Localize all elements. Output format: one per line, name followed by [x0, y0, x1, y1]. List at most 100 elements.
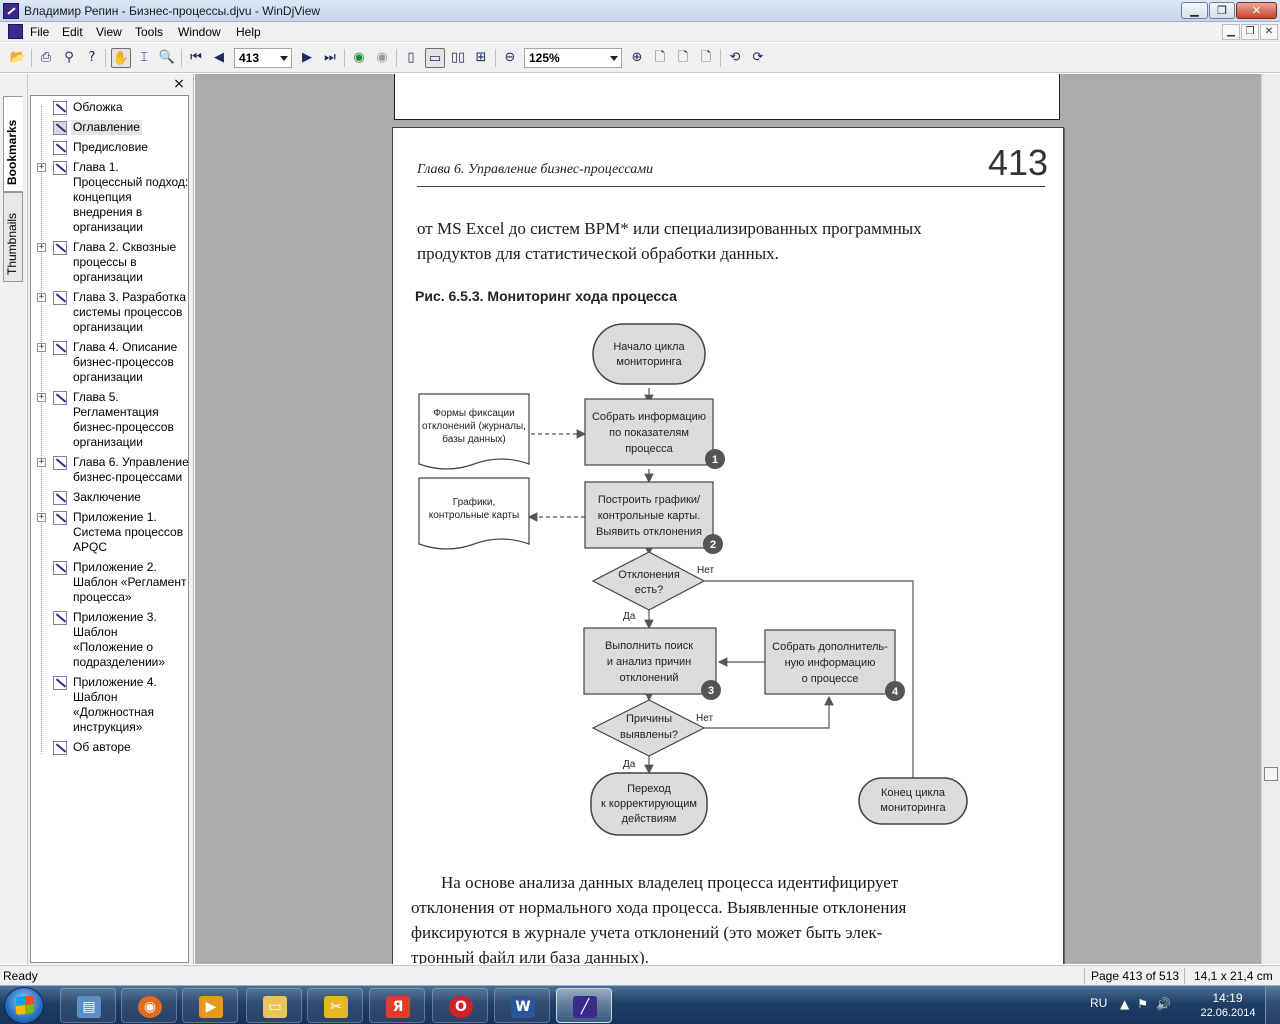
- bookmark-item[interactable]: Приложение 3. Шаблон «Положение о подраз…: [31, 610, 189, 675]
- taskbar-explorer[interactable]: ▤: [60, 988, 116, 1023]
- bookmark-item[interactable]: Заключение: [31, 490, 189, 510]
- fit-width-icon[interactable]: 🗋: [677, 50, 689, 65]
- rotate-left-icon[interactable]: ⟲: [729, 50, 741, 65]
- menu-edit[interactable]: Edit: [62, 25, 83, 39]
- doc-minimize-button[interactable]: ▁: [1222, 24, 1240, 40]
- para1-line1: от MS Excel до систем BPM* или специализ…: [417, 219, 922, 238]
- bookmark-item[interactable]: Об авторе: [31, 740, 189, 760]
- step2-label-3: Выявить отклонения: [596, 526, 702, 538]
- doc-close-button[interactable]: ✕: [1260, 24, 1278, 40]
- language-indicator[interactable]: RU: [1090, 996, 1108, 1010]
- doc-restore-button[interactable]: ❐: [1241, 24, 1259, 40]
- status-divider: [1084, 968, 1085, 984]
- tab-thumbnails[interactable]: Thumbnails: [3, 192, 23, 282]
- bookmark-item[interactable]: Предисловие: [31, 140, 189, 160]
- back-icon[interactable]: ◉: [353, 50, 365, 65]
- restore-button[interactable]: ❐: [1209, 2, 1235, 19]
- page-number-combo[interactable]: 413: [234, 48, 292, 68]
- continuous-page-icon[interactable]: ▭: [425, 48, 445, 68]
- step1-label-2: по показателям: [609, 427, 689, 439]
- actual-size-icon[interactable]: 🗋: [700, 50, 712, 65]
- bookmark-item[interactable]: +Глава 6. Управление бизнес-процессами: [31, 455, 189, 490]
- print-icon[interactable]: ⎙: [40, 50, 52, 65]
- zoom-combo[interactable]: 125%: [524, 48, 622, 68]
- open-icon[interactable]: 📂: [9, 50, 27, 65]
- step3-label-3: отклонений: [619, 672, 678, 684]
- expand-icon[interactable]: +: [37, 392, 46, 402]
- minimize-button[interactable]: ▁: [1181, 2, 1208, 19]
- taskbar-yandex[interactable]: Я: [369, 988, 425, 1023]
- forward-icon[interactable]: ◉: [376, 50, 388, 65]
- windjview-app-icon[interactable]: [3, 3, 19, 19]
- expand-icon[interactable]: +: [37, 242, 46, 252]
- document-view[interactable]: Глава 6. Управление бизнес-процессами 41…: [195, 74, 1261, 964]
- help-icon[interactable]: ?: [88, 50, 96, 65]
- bookmark-item[interactable]: Оглавление: [31, 120, 189, 140]
- zoom-tool-icon[interactable]: 🔍: [158, 50, 176, 65]
- title-bar: Владимир Репин - Бизнес-процессы.djvu - …: [0, 0, 1280, 22]
- clock-time[interactable]: 14:19: [1212, 991, 1243, 1005]
- tab-bookmarks[interactable]: Bookmarks: [3, 96, 23, 192]
- document-icon[interactable]: [8, 24, 23, 39]
- prev-page-icon[interactable]: ◀: [214, 50, 224, 65]
- bookmark-item[interactable]: Приложение 4. Шаблон «Должностная инстру…: [31, 675, 189, 740]
- step3-number: 3: [708, 685, 714, 697]
- first-page-icon[interactable]: ⏮: [190, 50, 202, 65]
- continuous-facing-icon[interactable]: ⊞: [475, 50, 487, 65]
- decision2-no: Нет: [696, 713, 713, 724]
- menu-help[interactable]: Help: [236, 25, 261, 39]
- taskbar-windjview[interactable]: ╱: [556, 988, 612, 1023]
- bookmark-item[interactable]: +Глава 2. Сквозные процессы в организаци…: [31, 240, 189, 290]
- fit-page-icon[interactable]: 🗋: [654, 50, 666, 65]
- doc2-label-1: Графики,: [453, 496, 496, 508]
- rotate-right-icon[interactable]: ⟳: [752, 50, 764, 65]
- show-desktop-button[interactable]: [1265, 986, 1280, 1024]
- zoom-in-icon[interactable]: ⊕: [631, 50, 643, 65]
- bookmark-item[interactable]: Приложение 2. Шаблон «Регламент процесса…: [31, 560, 189, 610]
- taskbar-opera[interactable]: O: [432, 988, 488, 1023]
- select-tool-icon[interactable]: ⌶: [140, 50, 148, 65]
- next-page-icon[interactable]: ▶: [302, 50, 312, 65]
- hand-tool-icon[interactable]: ✋: [111, 48, 131, 68]
- expand-icon[interactable]: +: [37, 292, 46, 302]
- menu-tools[interactable]: Tools: [135, 25, 164, 39]
- side-tabs: Bookmarks Thumbnails: [0, 74, 28, 964]
- close-panel-icon[interactable]: ×: [173, 76, 185, 92]
- expand-icon[interactable]: +: [37, 457, 46, 467]
- menu-file[interactable]: File: [30, 25, 50, 39]
- menu-window[interactable]: Window: [178, 25, 221, 39]
- bookmark-item[interactable]: +Глава 3. Разработка системы процессов о…: [31, 290, 189, 340]
- menu-view[interactable]: View: [96, 25, 122, 39]
- zoom-out-icon[interactable]: ⊖: [504, 50, 516, 65]
- clock-date[interactable]: 22.06.2014: [1200, 1007, 1256, 1019]
- step3-label-2: и анализ причин: [607, 656, 691, 668]
- bookmark-page-icon: [53, 561, 67, 575]
- last-page-icon[interactable]: ⏭: [324, 50, 336, 65]
- expand-icon[interactable]: +: [37, 342, 46, 352]
- bookmark-label: Предисловие: [73, 140, 148, 154]
- taskbar-firefox[interactable]: ◉: [121, 988, 177, 1023]
- bookmark-page-icon: [53, 611, 67, 625]
- taskbar-media-player[interactable]: ▶: [182, 988, 238, 1023]
- expand-icon[interactable]: +: [37, 512, 46, 522]
- close-button[interactable]: ✕: [1236, 2, 1277, 19]
- bookmark-item[interactable]: +Глава 5. Регламентация бизнес-процессов…: [31, 390, 189, 455]
- single-page-icon[interactable]: ▯: [407, 50, 415, 65]
- start-button[interactable]: [4, 987, 44, 1024]
- step1-badge: [705, 449, 725, 469]
- bookmark-item[interactable]: +Глава 1. Процессный подход: концепция в…: [31, 160, 189, 240]
- facing-pages-icon[interactable]: ▯▯: [450, 50, 466, 65]
- bookmark-item[interactable]: Обложка: [31, 100, 189, 120]
- taskbar-word[interactable]: W: [494, 988, 550, 1023]
- taskbar-utility[interactable]: ✂: [307, 988, 363, 1023]
- tray-icons[interactable]: ▲⚑🔊: [1120, 997, 1179, 1011]
- bookmark-item[interactable]: +Глава 4. Описание бизнес-процессов орга…: [31, 340, 189, 390]
- scrollbar-thumb[interactable]: [1264, 767, 1278, 781]
- bookmark-item[interactable]: +Приложение 1. Система процессов APQC: [31, 510, 189, 560]
- taskbar-folder[interactable]: ▭: [246, 988, 302, 1023]
- para2-line1: На основе анализа данных владелец процес…: [441, 873, 899, 892]
- expand-icon[interactable]: +: [37, 162, 46, 172]
- find-icon[interactable]: ⚲: [64, 50, 74, 65]
- vertical-scrollbar[interactable]: [1261, 74, 1280, 964]
